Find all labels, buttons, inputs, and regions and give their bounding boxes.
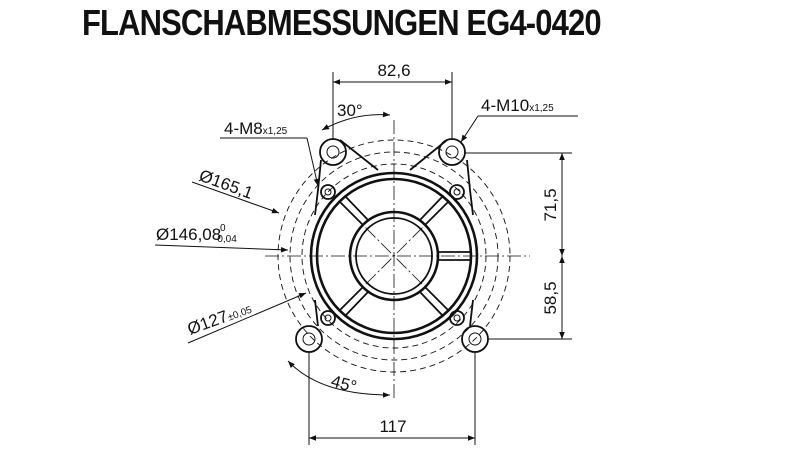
angle-30-label: 30°	[337, 101, 363, 120]
callout-dia-165: Ø165,1	[191, 166, 280, 214]
dia-146-label: Ø146,08	[156, 225, 221, 244]
callout-m8: 4-M8x1,25	[220, 119, 320, 187]
thread-size: 4-M10	[481, 96, 529, 115]
flange-body	[295, 138, 489, 353]
dia-127-value: Ø127	[185, 307, 231, 339]
dimension-117-label: 117	[379, 417, 406, 436]
dimension-heights: 71,5 58,5	[465, 152, 572, 340]
thread-size: 4-M8	[224, 119, 263, 138]
angle-30: 30°	[321, 101, 391, 131]
thread-pitch: x1,25	[529, 103, 554, 114]
dimension-82-6-label: 82,6	[377, 61, 410, 80]
drawing-title: FLANSCHABMESSUNGEN EG4-0420	[82, 2, 602, 43]
dia-146-tol-upper: 0	[220, 223, 226, 234]
callout-dia-146: Ø146,08 0 -0,04	[154, 223, 289, 253]
dimension-58-5-label: 58,5	[541, 281, 560, 314]
dia-165-label: Ø165,1	[197, 166, 256, 203]
callout-m10: 4-M10x1,25	[460, 96, 578, 143]
pitch-circles	[277, 139, 511, 373]
dia-127-label: Ø127±0,05	[185, 298, 254, 339]
thread-m10-label: 4-M10x1,25	[481, 96, 554, 115]
thread-m8-label: 4-M8x1,25	[224, 119, 288, 138]
center-lines	[265, 120, 530, 400]
angle-45: 45°	[287, 360, 391, 398]
dimension-117: 117	[308, 352, 476, 445]
dia-146-tol-lower: -0,04	[214, 234, 237, 245]
callout-dia-127: Ø127±0,05	[185, 292, 307, 344]
dimension-71-5-label: 71,5	[541, 188, 560, 221]
dimension-82-6: 82,6	[332, 61, 453, 140]
angle-45-label: 45°	[329, 372, 359, 397]
thread-pitch: x1,25	[263, 126, 288, 137]
